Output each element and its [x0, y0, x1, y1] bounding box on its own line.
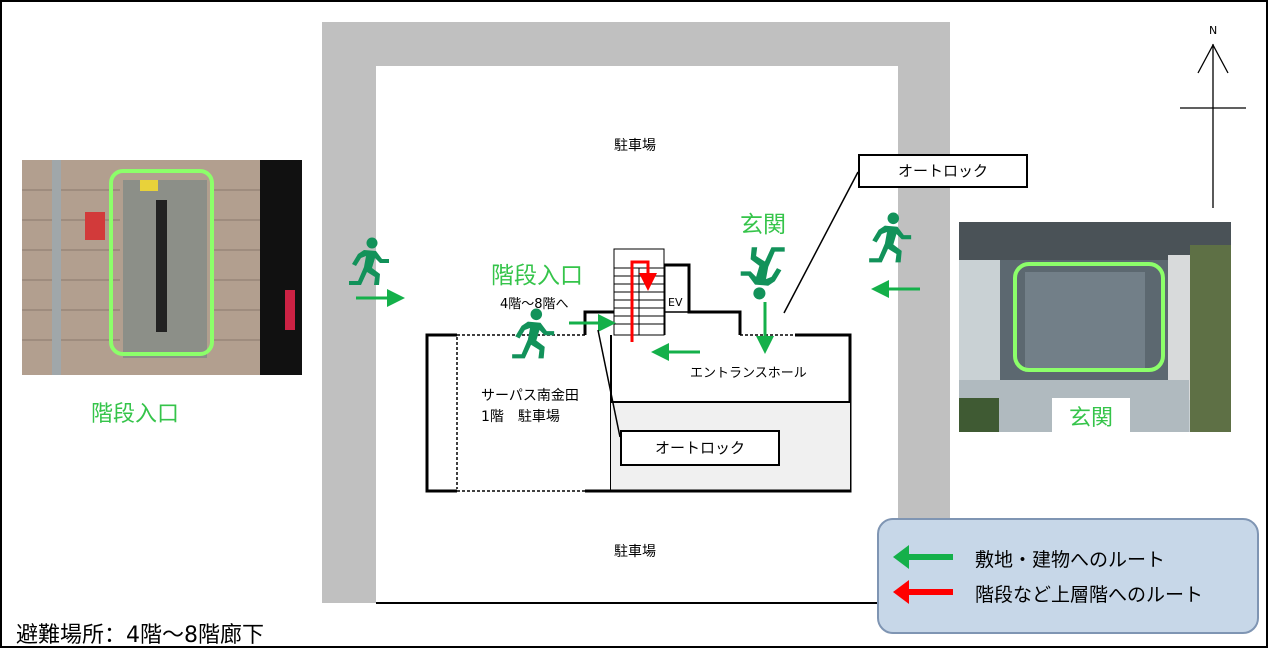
entrance-photo: [959, 222, 1231, 432]
photo-right-caption: 玄関: [1069, 406, 1114, 431]
entrance-hall-label: エントランスホール: [690, 366, 807, 381]
stair-entrance-photo: [22, 160, 302, 375]
building-name-label: サーパス南金田: [481, 388, 579, 404]
stair-entrance-title: 階段入口: [491, 263, 583, 289]
evacuation-note: 避難場所：4階～8階廊下: [16, 623, 264, 648]
building-floor-label: 1階 駐車場: [481, 409, 560, 425]
floors-link-label: 4階～8階へ: [500, 297, 569, 312]
legend-red-label: 階段など上層階へのルート: [975, 584, 1204, 606]
red-upstairs-route-arrow: [630, 260, 657, 342]
parking-label-top: 駐車場: [614, 138, 656, 154]
autolock-callout-bottom: オートロック: [620, 430, 780, 466]
legend-red-arrow-icon: [893, 580, 909, 604]
north-label: N: [1209, 24, 1218, 37]
legend-green-arrow-icon: [893, 545, 909, 569]
green-route-arrows: [356, 280, 920, 361]
compass-north-icon: [1180, 43, 1246, 208]
parking-label-bottom: 駐車場: [614, 544, 656, 560]
elevator-label: EV: [668, 296, 683, 309]
route-legend: 敷地・建物へのルート 階段など上層階へのルート: [877, 518, 1259, 634]
autolock-bottom-leader: [597, 329, 621, 438]
legend-green-label: 敷地・建物へのルート: [975, 549, 1166, 571]
autolock-callout-top: オートロック: [858, 154, 1028, 188]
autolock-top-leader: [783, 171, 859, 314]
legend-arrows: [893, 545, 953, 604]
photo-left-caption: 階段入口: [91, 402, 180, 427]
entrance-title: 玄関: [740, 212, 786, 238]
